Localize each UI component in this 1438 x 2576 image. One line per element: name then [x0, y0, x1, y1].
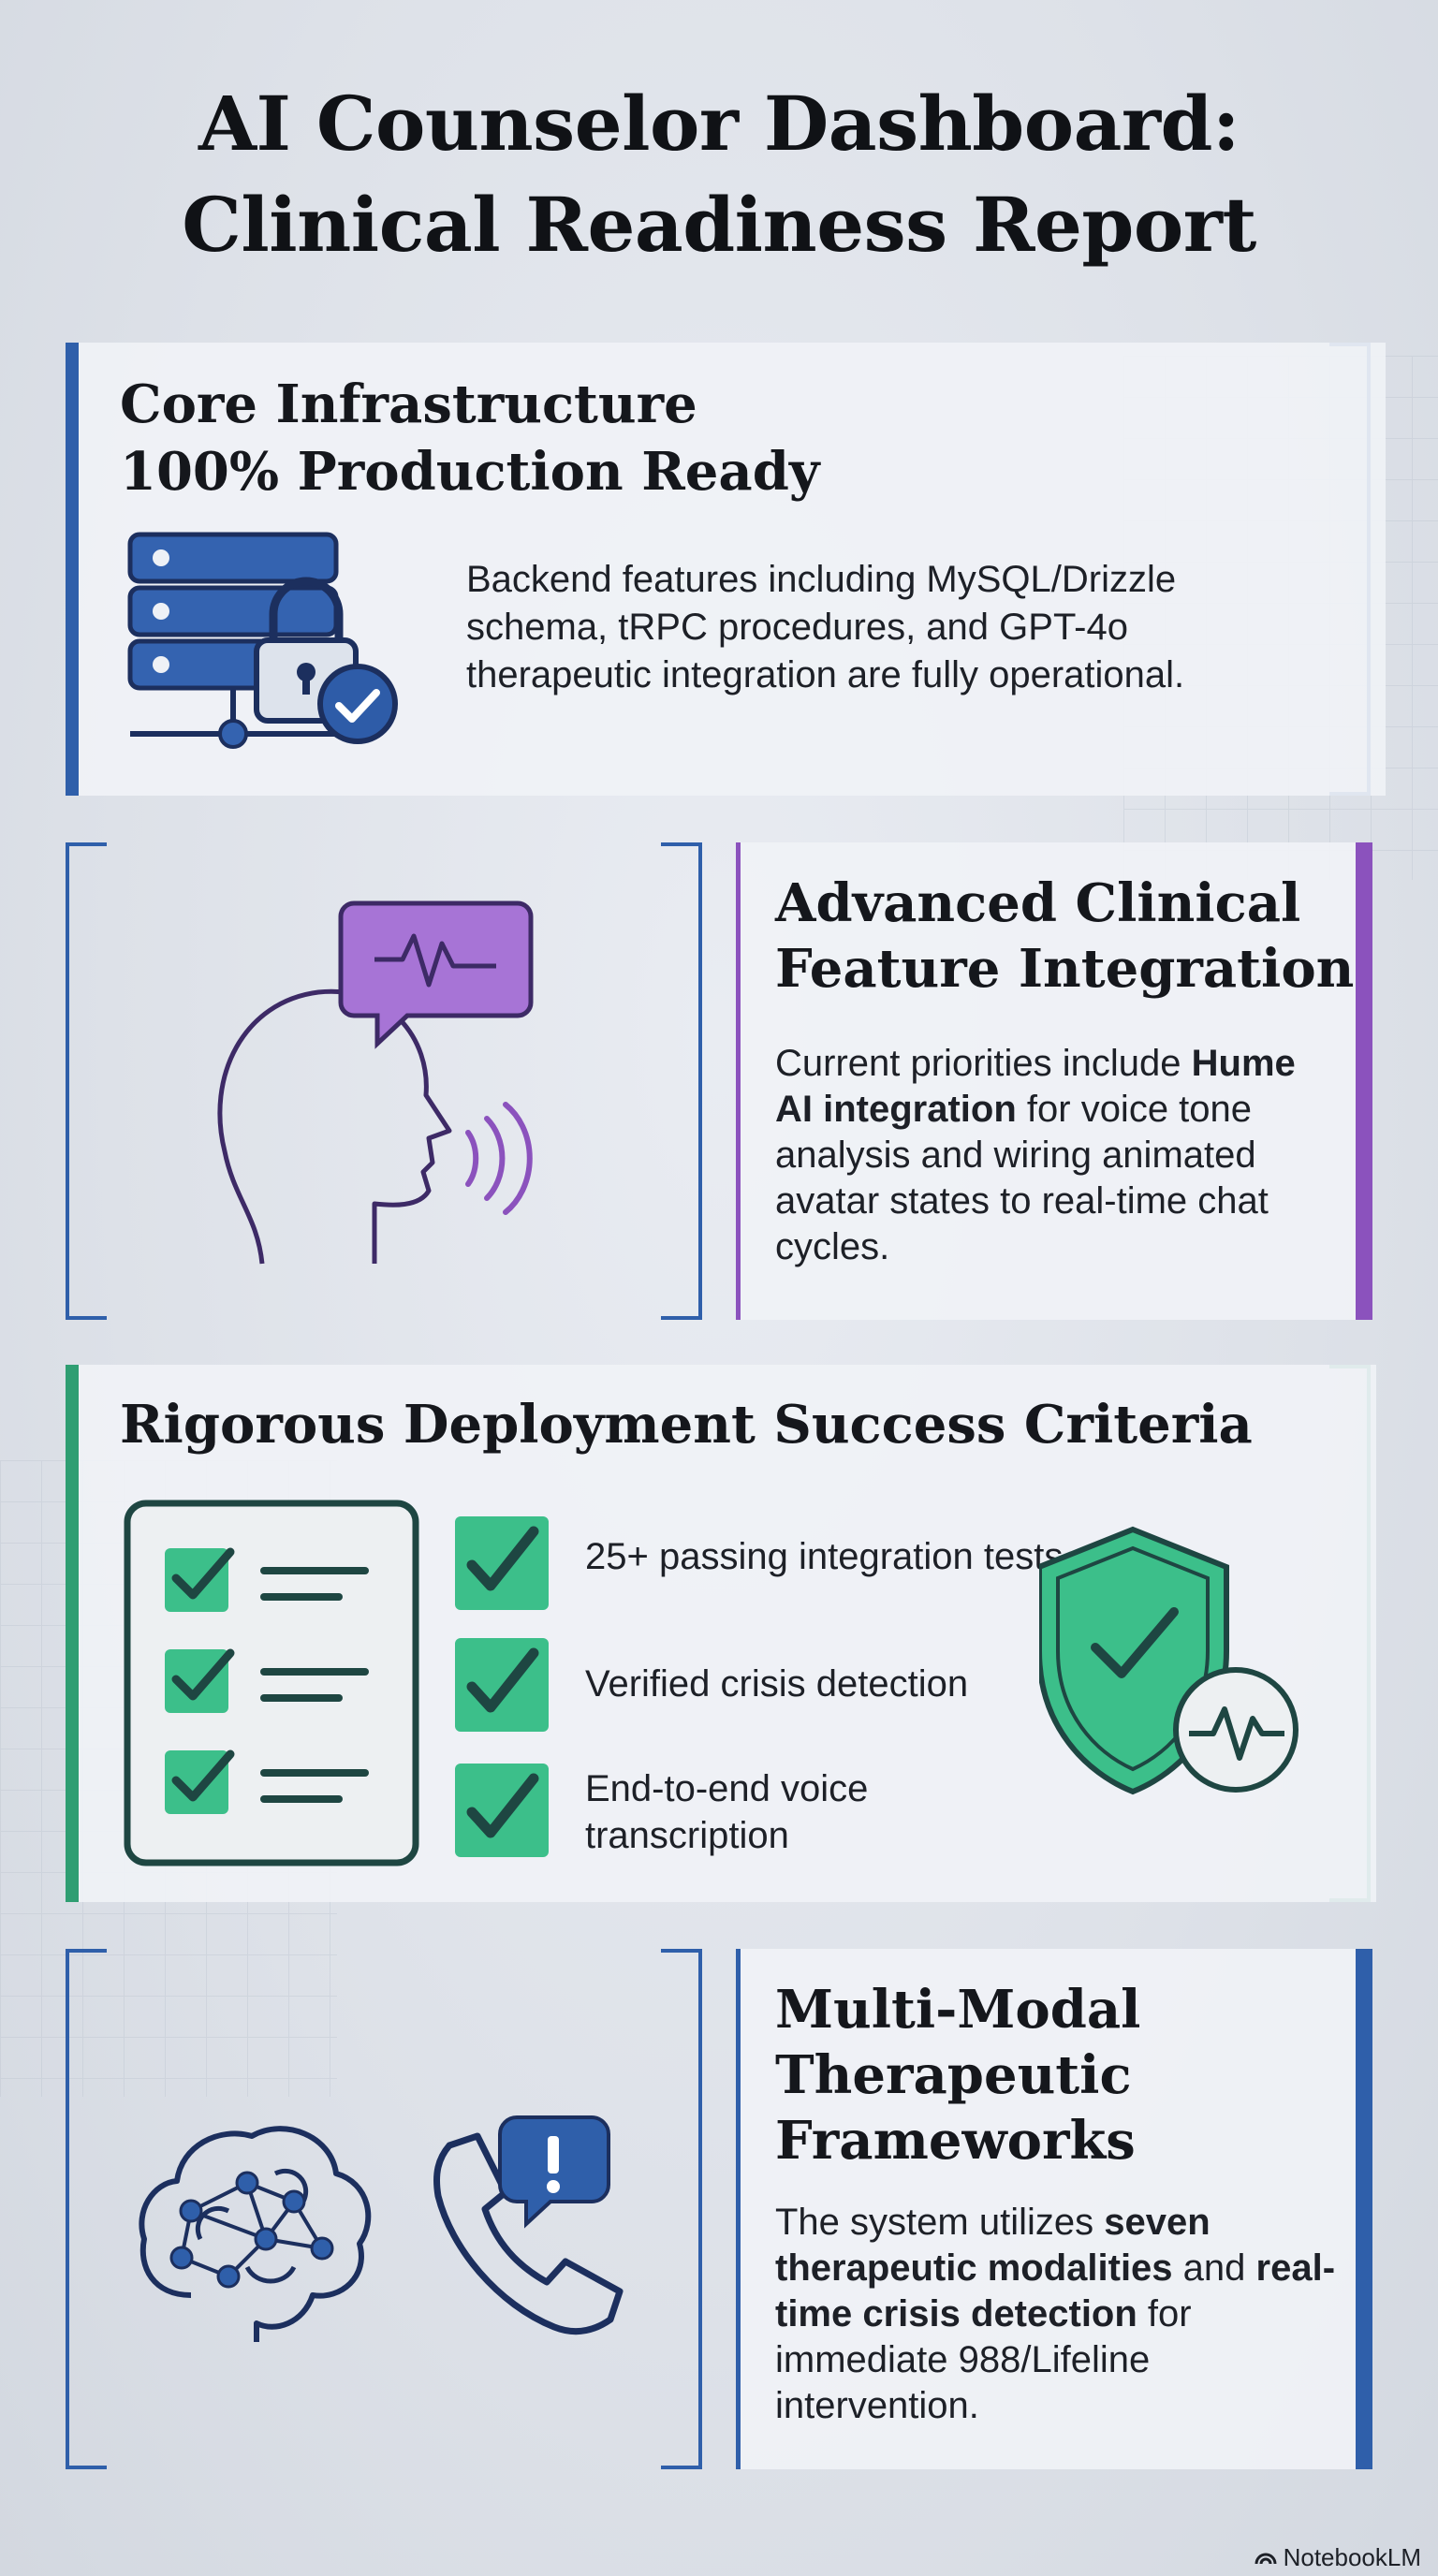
- accent-bar-right: [1356, 842, 1372, 1320]
- heading-line1: Core Infrastructure: [120, 373, 697, 435]
- heading-line2: 100% Production Ready: [120, 441, 820, 503]
- footer-brand: NotebookLM: [1254, 2543, 1421, 2572]
- criterion-2-check-icon: [453, 1636, 550, 1738]
- heading-line1: Multi-Modal: [775, 1979, 1141, 2041]
- criterion-2: Verified crisis detection: [585, 1663, 969, 1705]
- accent-bar-left: [736, 842, 741, 1320]
- card-heading: Rigorous Deployment Success Criteria: [120, 1394, 1253, 1456]
- card-body: The system utilizes seven therapeutic mo…: [775, 2200, 1337, 2429]
- phone-alert-icon: [412, 2108, 627, 2347]
- bracket-right-p4: [661, 1949, 702, 2469]
- heading-line3: Frameworks: [775, 2110, 1136, 2172]
- therapeutic-frameworks-card: Multi-Modal Therapeutic Frameworks The s…: [736, 1949, 1372, 2469]
- core-infrastructure-card: Core Infrastructure 100% Production Read…: [66, 343, 1386, 796]
- criterion-3: End-to-end voice transcription: [585, 1768, 869, 1856]
- brain-network-icon: [135, 2108, 378, 2347]
- speaking-head-waveform-icon: [178, 899, 571, 1278]
- accent-bar: [66, 1365, 79, 1902]
- criterion-1: 25+ passing integration tests: [585, 1536, 1064, 1577]
- card-heading: Core Infrastructure 100% Production Read…: [120, 371, 819, 505]
- card-body: Current priorities include Hume AI integ…: [775, 1041, 1337, 1270]
- heading-line2: Therapeutic: [775, 2044, 1132, 2106]
- body-text-mid: and: [1172, 2247, 1256, 2289]
- server-lock-check-icon: [125, 530, 416, 759]
- card-heading: Advanced Clinical Feature Integration: [775, 871, 1354, 1002]
- advanced-clinical-card: Advanced Clinical Feature Integration Cu…: [736, 842, 1372, 1320]
- accent-bar-left: [736, 1949, 741, 2469]
- heading-line2: Feature Integration: [775, 938, 1355, 1000]
- criterion-3-check-icon: [453, 1762, 550, 1864]
- bracket-left-p2: [66, 842, 107, 1320]
- shield-heartbeat-icon: [1036, 1526, 1320, 1811]
- speaking-head-icon-box: [66, 842, 702, 1320]
- checklist-icon: [124, 1500, 423, 1875]
- accent-bar: [66, 343, 79, 796]
- accent-bar-right: [1356, 1949, 1372, 2469]
- card-body: Backend features including MySQL/Drizzle…: [466, 559, 1185, 695]
- body-text-pre: The system utilizes: [775, 2202, 1105, 2243]
- bracket-right-p2: [661, 842, 702, 1320]
- body-text-bold: Hume AI integration: [775, 1043, 1296, 1130]
- body-text-post: for voice tone analysis and wiring anima…: [775, 1089, 1269, 1267]
- footer-brand-text: NotebookLM: [1283, 2543, 1421, 2571]
- body-text-bold2: real-time crisis detection: [775, 2247, 1336, 2334]
- body-text-pre: Current priorities include: [775, 1043, 1192, 1084]
- heading-line1: Advanced Clinical: [775, 872, 1301, 934]
- bracket-left-p4: [66, 1949, 107, 2469]
- card-heading: Multi-Modal Therapeutic Frameworks: [775, 1977, 1140, 2174]
- body-text-bold1: seven therapeutic modalities: [775, 2202, 1211, 2289]
- page-title-line1: AI Counselor Dashboard:: [198, 80, 1240, 168]
- brain-phone-icon-box: [66, 1949, 702, 2469]
- body-text-post: for immediate 988/Lifeline intervention.: [775, 2293, 1192, 2426]
- page-title: AI Counselor Dashboard: Clinical Readine…: [0, 73, 1438, 275]
- criterion-1-check-icon: [453, 1515, 550, 1617]
- notebooklm-logo-icon: [1254, 2543, 1278, 2572]
- page-title-line2: Clinical Readiness Report: [182, 181, 1256, 269]
- deployment-criteria-card: Rigorous Deployment Success Criteria: [66, 1365, 1376, 1902]
